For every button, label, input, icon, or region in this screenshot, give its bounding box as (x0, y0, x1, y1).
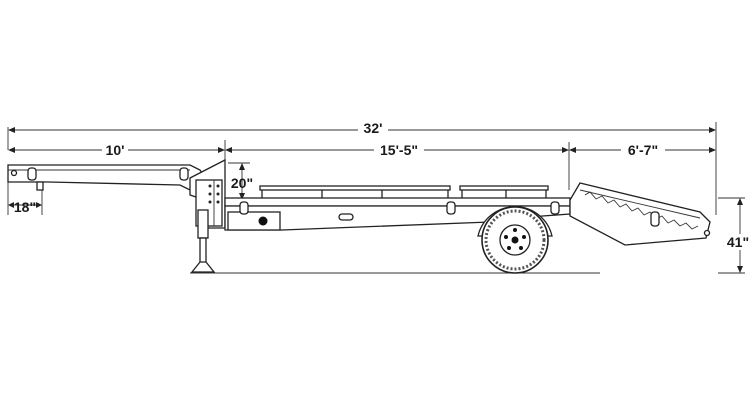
dimension-overall: 32' (7, 120, 717, 215)
dim-ramp-label: 6'-7" (628, 142, 658, 158)
wheel (477, 206, 553, 274)
landing-jack (190, 209, 216, 273)
dim-overall-label: 32' (364, 120, 383, 136)
side-rails (259, 185, 549, 198)
dim-deck-label: 15'-5" (380, 142, 418, 158)
dimension-deck-drop: 20" (228, 162, 253, 200)
dimension-deck-height: 41" (718, 197, 752, 274)
dim-hitch-offset-label: 18" (14, 199, 36, 215)
gooseneck (7, 164, 206, 191)
dim-deck-drop-label: 20" (231, 175, 253, 191)
dimension-deck: 15'-5" (225, 141, 570, 190)
dim-deck-height-label: 41" (727, 234, 749, 250)
dimension-gooseneck: 10' (8, 140, 226, 160)
dimension-hitch-offset: 18" (7, 182, 43, 215)
dimension-ramp: 6'-7" (569, 141, 716, 158)
rear-ramp (569, 182, 711, 246)
dim-gooseneck-label: 10' (106, 142, 125, 158)
